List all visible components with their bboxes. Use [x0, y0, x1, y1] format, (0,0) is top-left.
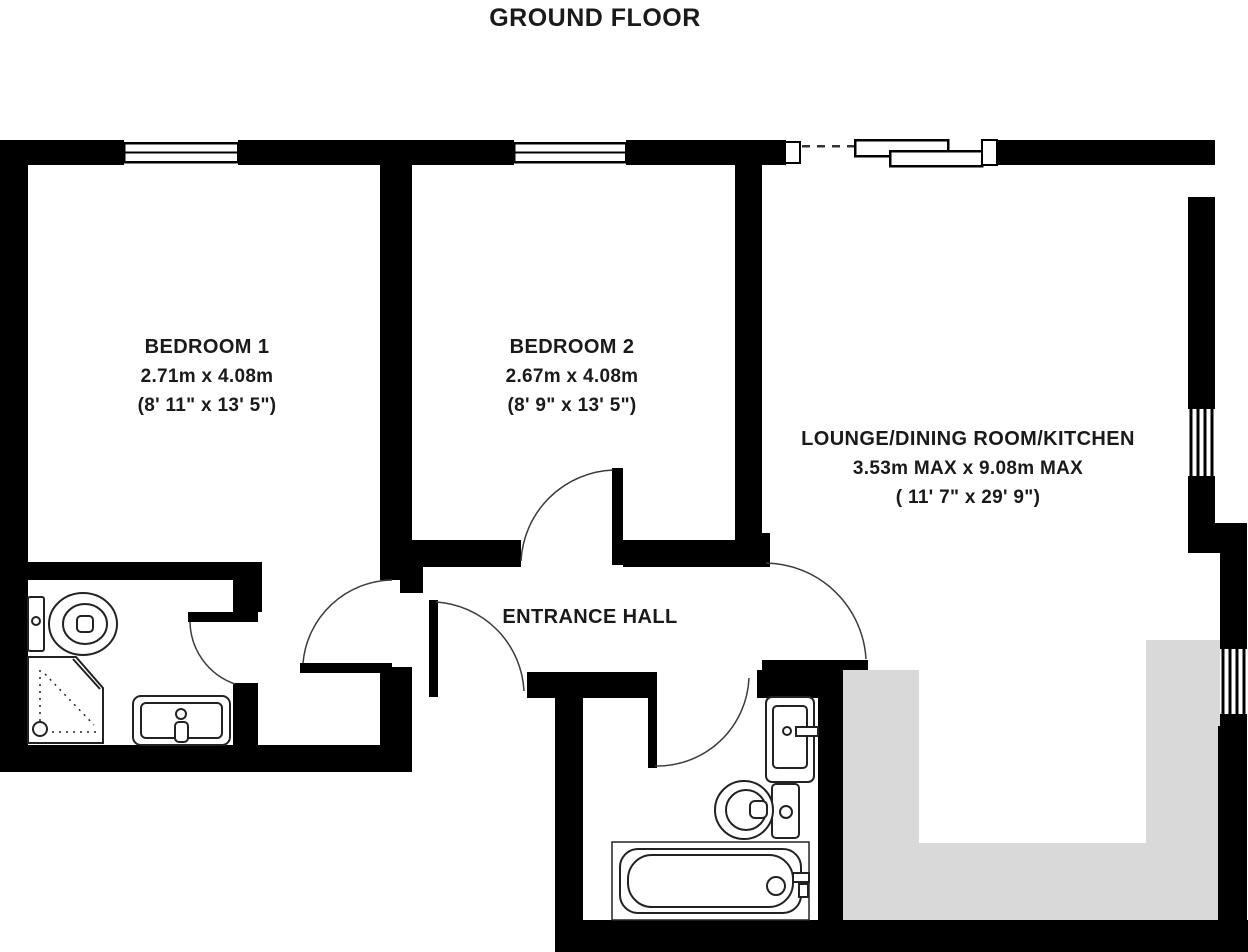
bedroom2-label: BEDROOM 2 2.67m x 4.08m (8' 9" x 13' 5") — [506, 336, 639, 417]
wall-hall-north-1 — [408, 540, 521, 567]
bedroom1-door-arc — [302, 579, 393, 664]
wall-bathroom-east — [818, 670, 843, 922]
bedroom1-name: BEDROOM 1 — [144, 336, 270, 358]
wall-bathroom-top-right — [757, 670, 818, 698]
lounge-label: LOUNGE/DINING ROOM/KITCHEN 3.53m MAX x 9… — [801, 428, 1135, 509]
wall-bottom — [555, 920, 1248, 952]
ensuite-toilet-icon — [27, 592, 118, 656]
ensuite-door-arc — [189, 621, 236, 685]
wall-divider-step — [735, 533, 770, 567]
hall-label: ENTRANCE HALL — [502, 606, 678, 628]
bathroom-toilet-icon — [714, 780, 800, 840]
bedroom1-window — [115, 140, 247, 165]
wall-right-lower-2 — [1218, 726, 1247, 922]
patio-sliding-door — [784, 138, 998, 168]
ensuite-shower-icon — [27, 656, 104, 744]
bedroom2-door — [612, 468, 623, 565]
page-title: GROUND FLOOR — [489, 4, 701, 32]
ensuite-door — [188, 612, 258, 622]
wall-nook-step — [400, 565, 423, 593]
front-door — [429, 600, 438, 697]
lounge-dim-imperial: ( 11' 7" x 29' 9") — [895, 487, 1041, 508]
wall-left-outer — [0, 140, 28, 772]
wall-top-3 — [633, 140, 786, 165]
lounge-door-arc — [765, 562, 867, 660]
wall-bathroom-west — [555, 672, 583, 952]
walls — [0, 140, 1248, 952]
lounge-side-window-1 — [1188, 409, 1215, 476]
ensuite-basin-icon — [132, 695, 231, 746]
bathroom-fixtures — [611, 696, 819, 921]
bathroom-door — [648, 672, 657, 768]
bedroom1-label: BEDROOM 1 2.71m x 4.08m (8' 11" x 13' 5"… — [138, 336, 277, 417]
lounge-name: LOUNGE/DINING ROOM/KITCHEN — [801, 428, 1135, 450]
bathroom-basin-icon — [765, 696, 819, 783]
ensuite-fixtures — [27, 592, 231, 746]
lounge-dim-metric: 3.53m MAX x 9.08m MAX — [852, 458, 1084, 479]
lounge-side-window-2 — [1220, 649, 1247, 726]
wall-hall-north-2 — [623, 540, 735, 567]
terrace-area — [843, 640, 1220, 922]
bedroom2-window — [505, 140, 635, 165]
door-arcs — [189, 469, 867, 767]
wall-top-2 — [245, 140, 507, 165]
bedroom2-door-arc — [520, 469, 614, 562]
wall-nook-lower — [380, 667, 412, 745]
windows — [115, 138, 1247, 726]
wall-bedroom-divider — [380, 140, 412, 580]
bathtub-icon — [611, 841, 810, 921]
wall-top-4 — [997, 140, 1215, 165]
bedroom1-dim-metric: 2.71m x 4.08m — [140, 366, 274, 387]
wall-bedroom2-lounge-divider — [735, 140, 762, 567]
lounge-door — [762, 660, 868, 670]
wall-right-lower-1 — [1220, 527, 1247, 649]
wall-bedroom1-south — [25, 562, 237, 580]
bedroom2-dim-metric: 2.67m x 4.08m — [505, 366, 639, 387]
wall-bathroom-top-left — [527, 672, 657, 698]
wall-right-mid — [1188, 476, 1215, 528]
bedroom2-dim-imperial: (8' 9" x 13' 5") — [507, 395, 637, 416]
wall-bottom-left — [0, 745, 412, 772]
wall-ensuite-east — [233, 683, 258, 770]
bathroom-door-arc — [654, 677, 750, 767]
wall-ensuite-corner — [233, 562, 262, 612]
door-leaves — [188, 468, 868, 768]
terrace-right-arm — [1146, 640, 1220, 922]
bedroom1-dim-imperial: (8' 11" x 13' 5") — [137, 395, 277, 416]
bedroom1-door — [300, 663, 392, 673]
bedroom2-name: BEDROOM 2 — [509, 336, 635, 358]
front-door-arc — [435, 601, 525, 692]
wall-right-upper — [1188, 197, 1215, 409]
